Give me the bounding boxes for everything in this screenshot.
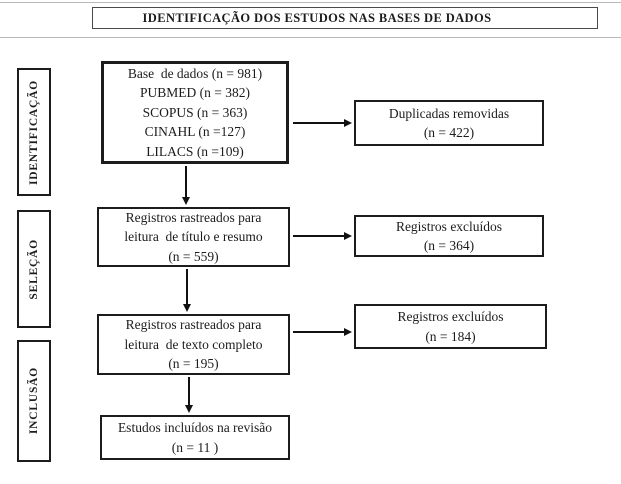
arrow-screened-full-to-included [184,377,194,413]
stage-label-selection: SELEÇÃO [17,210,51,328]
screened-title-abstract-box: Registros rastreados para leitura de tít… [97,207,290,267]
top-rule [0,2,621,3]
stage-label-identification-text: IDENTIFICAÇÃO [28,79,40,185]
arrow-screened-title-to-excluded [293,231,352,241]
arrow-head-icon [181,197,190,205]
included-line1: Estudos incluídos na revisão [117,420,273,435]
under-title-rule [0,37,621,38]
databases-box: Base de dados (n = 981) PUBMED (n = 382)… [101,61,289,164]
duplicates-line1: Duplicadas removidas [388,105,510,121]
screened-title-line2: leitura de título e resumo [124,229,263,245]
arrow-shaft [185,166,187,199]
excluded-title-count: (n = 364) [423,238,475,253]
arrow-head-icon [182,304,191,312]
arrow-shaft [188,377,190,407]
arrow-shaft [293,122,346,124]
duplicates-count: (n = 422) [423,125,475,140]
arrow-databases-to-screened-title [181,166,191,205]
excluded-title-line1: Registros excluídos [395,218,503,234]
databases-lilacs: LILACS (n =109) [146,143,244,159]
screened-title-line1: Registros rastreados para [125,209,262,225]
arrow-head-icon [344,327,352,336]
screened-title-count: (n = 559) [168,248,219,264]
arrow-shaft [293,235,346,237]
arrow-head-icon [184,405,193,413]
arrow-screened-title-to-screened-full [182,269,192,312]
stage-label-identification: IDENTIFICAÇÃO [17,68,51,196]
databases-scopus: SCOPUS (n = 363) [142,104,248,120]
databases-cinahl: CINAHL (n =127) [144,124,246,140]
arrow-head-icon [344,231,352,240]
arrow-head-icon [344,118,352,127]
arrow-shaft [186,269,188,306]
stage-label-inclusion-text: INCLUSÃO [28,367,40,435]
arrow-screened-full-to-excluded [293,327,352,337]
databases-total: Base de dados (n = 981) [127,65,263,81]
excluded-full-line1: Registros excluídos [397,309,504,324]
arrow-databases-to-duplicates [293,118,352,128]
databases-pubmed: PUBMED (n = 382) [140,85,250,101]
included-count: (n = 11 ) [171,439,219,455]
duplicates-removed-box: Duplicadas removidas (n = 422) [354,100,544,146]
excluded-full-count: (n = 184) [425,328,476,344]
diagram-title-box: IDENTIFICAÇÃO DOS ESTUDOS NAS BASES DE D… [92,7,598,29]
stage-label-selection-text: SELEÇÃO [28,238,40,300]
excluded-full-text-box: Registros excluídos (n = 184) [354,304,547,349]
screened-full-count: (n = 195) [168,356,219,372]
diagram-title: IDENTIFICAÇÃO DOS ESTUDOS NAS BASES DE D… [142,10,492,25]
excluded-title-abstract-box: Registros excluídos (n = 364) [354,215,544,257]
included-studies-box: Estudos incluídos na revisão (n = 11 ) [100,415,290,460]
stage-label-inclusion: INCLUSÃO [17,340,51,462]
screened-full-text-box: Registros rastreados para leitura de tex… [97,314,290,375]
screened-full-line2: leitura de texto completo [124,336,263,352]
arrow-shaft [293,331,346,333]
screened-full-line1: Registros rastreados para [125,317,262,333]
